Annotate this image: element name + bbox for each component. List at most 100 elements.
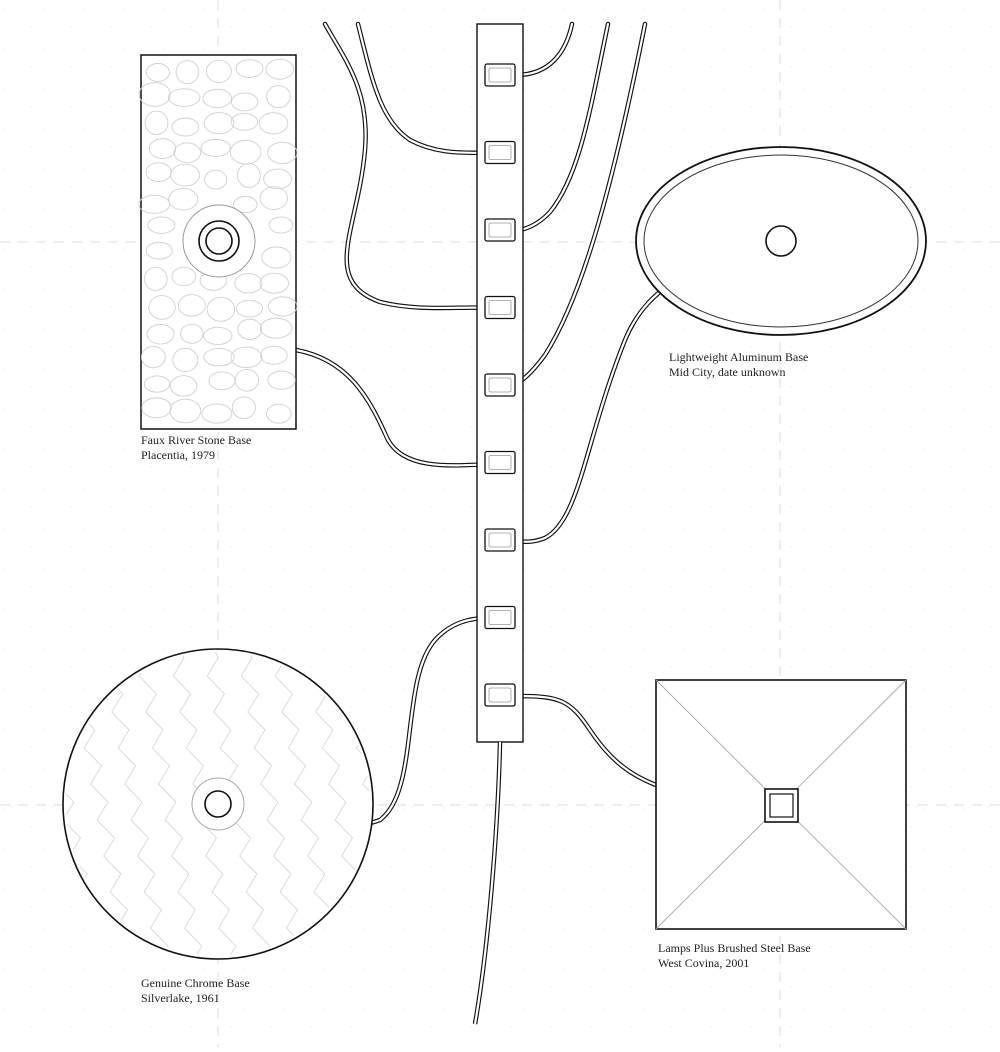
outlet xyxy=(484,140,516,165)
outlet xyxy=(484,605,516,630)
chrome-base xyxy=(62,648,374,960)
cords xyxy=(215,21,784,829)
steel-base xyxy=(655,679,907,930)
chrome-wave xyxy=(138,652,209,956)
cord-core xyxy=(294,348,492,467)
stone-base-name: Faux River Stone Base xyxy=(141,433,252,447)
stone-shape xyxy=(267,141,298,164)
stone-shape xyxy=(177,294,206,317)
cord-core xyxy=(506,22,647,388)
steel-base-name: Lamps Plus Brushed Steel Base xyxy=(658,941,811,955)
stone-shape xyxy=(235,59,264,79)
stone-shape xyxy=(173,142,202,163)
stone-shape xyxy=(266,85,291,109)
stone-shape xyxy=(266,403,292,424)
stone-shape xyxy=(234,368,259,392)
stone-shape xyxy=(175,60,200,85)
stone-shape xyxy=(235,299,264,318)
chrome-base-info: Silverlake, 1961 xyxy=(141,991,220,1005)
cord-core xyxy=(508,22,610,233)
outlet-face xyxy=(488,377,512,393)
stone-shape xyxy=(267,370,296,390)
outlet-face xyxy=(488,610,512,625)
outlet xyxy=(484,683,516,707)
stone-shape xyxy=(263,168,292,190)
outlet-face xyxy=(488,455,512,470)
outlet-face xyxy=(488,67,512,83)
outlet xyxy=(484,528,516,552)
outlet xyxy=(484,218,516,242)
outlet-face xyxy=(488,145,512,160)
stone-shape xyxy=(141,397,172,419)
stone-shape xyxy=(169,398,202,424)
stone-shape xyxy=(204,169,228,190)
stone-shape xyxy=(268,296,298,317)
steel-base-info: West Covina, 2001 xyxy=(658,956,750,970)
stone-shape xyxy=(234,273,263,294)
stone-shape xyxy=(201,403,233,424)
stone-shape xyxy=(148,295,176,320)
stone-shape xyxy=(206,59,232,83)
aluminum-base-name: Lightweight Aluminum Base xyxy=(669,350,809,364)
outlet xyxy=(484,295,516,320)
stone-shape xyxy=(169,375,198,397)
outlet-face xyxy=(488,532,512,548)
cord-core xyxy=(514,22,574,77)
stone-shape xyxy=(230,346,263,369)
stone-shape xyxy=(237,318,263,340)
outlet-face xyxy=(488,300,512,315)
stone-shape xyxy=(268,216,294,234)
stone-shape xyxy=(259,345,288,365)
stone-shape xyxy=(138,82,171,107)
cord-core xyxy=(323,22,492,310)
stone-shape xyxy=(171,117,200,137)
stone-texture xyxy=(138,58,298,424)
stone-shape xyxy=(172,347,199,373)
stone-shape xyxy=(259,186,288,210)
outlets xyxy=(484,63,516,707)
stone-shape xyxy=(143,266,168,291)
outlet xyxy=(484,373,516,397)
stone-shape xyxy=(171,266,197,287)
outlet xyxy=(484,63,516,87)
cord-core xyxy=(515,694,658,787)
outlet-face xyxy=(488,222,512,238)
stone-shape xyxy=(167,88,201,107)
outlet xyxy=(484,450,516,475)
stone-shape xyxy=(203,112,235,135)
stone-shape xyxy=(140,346,166,369)
stone-shape xyxy=(231,92,259,112)
stone-shape xyxy=(143,375,171,393)
stone-shape xyxy=(202,326,233,345)
stone-shape xyxy=(258,112,289,135)
stone-base-caption: Faux River Stone Base Placentia, 1979 xyxy=(141,433,251,463)
cord-core xyxy=(356,22,492,155)
power-strip xyxy=(476,23,524,743)
stone-shape xyxy=(145,241,173,260)
chrome-base-caption: Genuine Chrome Base Silverlake, 1961 xyxy=(141,976,250,1006)
stone-shape xyxy=(259,317,293,339)
stone-shape xyxy=(170,163,201,187)
stone-shape xyxy=(206,296,236,322)
stone-shape xyxy=(261,246,292,269)
stone-shape xyxy=(200,138,231,157)
stone-shape xyxy=(230,112,259,131)
stone-base-info: Placentia, 1979 xyxy=(141,448,215,462)
outlet-face xyxy=(488,687,512,703)
stone-shape xyxy=(180,323,204,344)
stone-shape xyxy=(231,396,256,420)
chrome-base-name: Genuine Chrome Base xyxy=(141,976,250,990)
stone-shape xyxy=(265,58,294,80)
aluminum-base xyxy=(635,146,927,336)
aluminum-base-caption: Lightweight Aluminum Base Mid City, date… xyxy=(669,350,808,380)
stone-shape xyxy=(146,324,175,345)
steel-base-caption: Lamps Plus Brushed Steel Base West Covin… xyxy=(658,941,811,971)
stone-shape xyxy=(145,63,170,82)
stone-base xyxy=(138,54,298,430)
stone-shape xyxy=(138,194,171,214)
chrome-wave xyxy=(240,652,311,956)
stone-shape xyxy=(259,272,289,294)
chrome-wave xyxy=(104,652,175,956)
stone-shape xyxy=(168,187,199,211)
